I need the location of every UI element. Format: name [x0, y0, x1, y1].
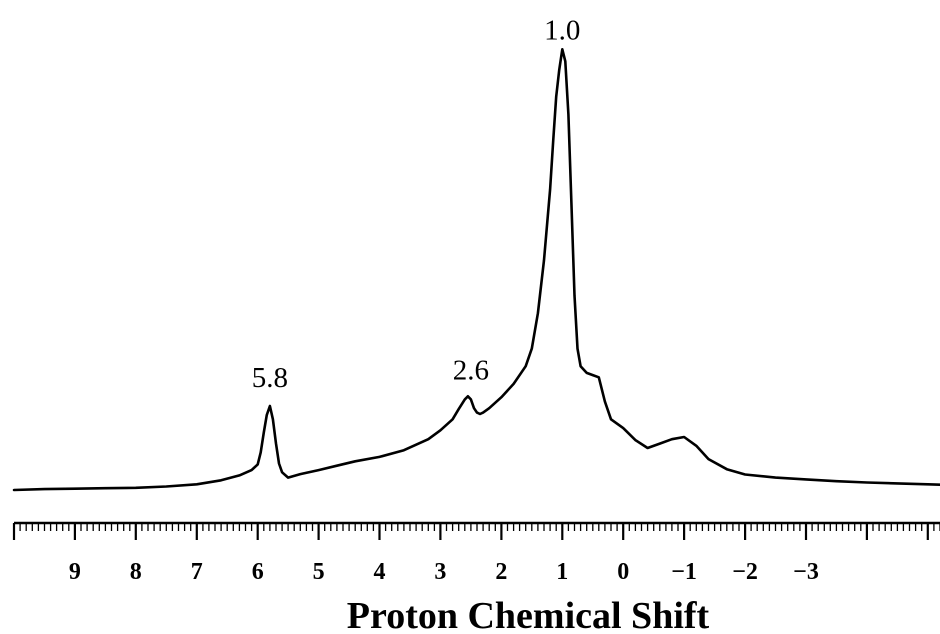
x-tick-label: −3 [793, 559, 819, 585]
x-tick-label: 4 [374, 559, 386, 585]
x-tick-label: 5 [313, 559, 325, 585]
x-tick-label: 0 [617, 559, 629, 585]
x-axis-major-ticks [12, 523, 929, 540]
peak-label: 5.8 [252, 362, 288, 394]
x-tick-label: 6 [252, 559, 264, 585]
x-tick-label: −2 [732, 559, 758, 585]
x-tick-label: 9 [69, 559, 81, 585]
x-tick-label: 1 [556, 559, 568, 585]
peak-label: 1.0 [544, 14, 580, 46]
spectrum-line-0 [12, 48, 940, 492]
x-axis-minor-ticks [13, 523, 940, 531]
x-tick-label: 3 [434, 559, 446, 585]
x-tick-label: 2 [495, 559, 507, 585]
plot-area [12, 48, 940, 492]
x-axis-title: Proton Chemical Shift [347, 595, 710, 634]
x-axis-tick-labels: 9 8 7 6 5 4 3 2 1 0 −1 −2 −3 [69, 559, 819, 585]
x-tick-label: 8 [130, 559, 142, 585]
peak-label: 2.6 [453, 355, 489, 387]
x-tick-label: −1 [671, 559, 697, 585]
peak-annotations: 5.8 2.6 1.0 [252, 14, 581, 394]
x-axis: 9 8 7 6 5 4 3 2 1 0 −1 −2 −3 [12, 521, 940, 585]
x-tick-label: 7 [191, 559, 203, 585]
